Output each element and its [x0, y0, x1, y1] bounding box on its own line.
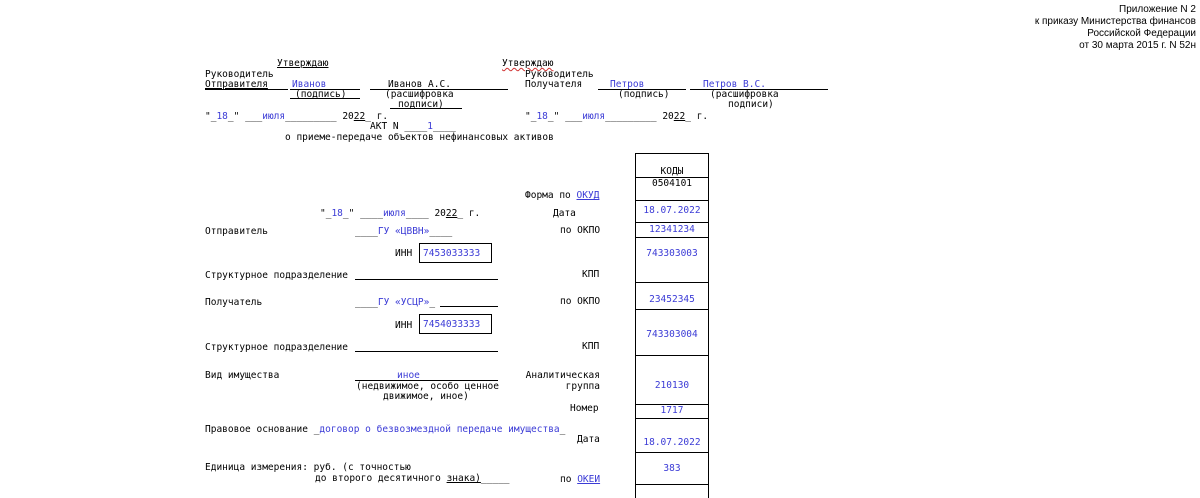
property-caption-1: (недвижимое, особо ценное	[356, 381, 499, 392]
appendix-line-1: Приложение N 2	[1119, 4, 1196, 15]
doc-date: "_18_" ____июля____ 2022_ г.	[320, 208, 481, 219]
sender-struct-label: Структурное подразделение	[205, 270, 348, 281]
appendix-header: Приложение N 2 к приказу Министерства фи…	[1035, 4, 1196, 52]
legal-basis-value: договор о безвозмездной передаче имущест…	[319, 424, 560, 435]
form-by-label: Форма по ОКУД	[525, 190, 600, 201]
kpp-sender-label: КПП	[582, 269, 600, 280]
appendix-line-3: Российской Федерации	[1087, 28, 1196, 39]
approve-left-date-day: 18	[216, 111, 228, 122]
approve-left-name-caption2: подписи)	[398, 99, 444, 110]
approve-right-role2: Получателя	[525, 79, 583, 90]
code-kpp-sender: 743303003	[646, 248, 698, 259]
approve-left-date: "_18_" ___июля_________ 2022_ г.	[205, 111, 389, 122]
codes-header: КОДЫ	[660, 166, 684, 177]
unit-line-1: Единица измерения: руб. (с точностью	[205, 462, 411, 473]
legal-basis-label: Правовое основание	[205, 424, 308, 435]
approve-right-date-year: 22	[673, 111, 686, 122]
okud-link[interactable]: ОКУД	[576, 190, 600, 201]
property-kind-label: Вид имущества	[205, 370, 280, 381]
unit-line-2: до второго десятичного знака)_____	[315, 473, 510, 484]
receiver-struct-label: Структурное подразделение	[205, 342, 348, 353]
doc-date-year: 22	[445, 208, 458, 219]
property-kind-value: иное	[397, 370, 420, 381]
approve-right-date-month: июля	[582, 111, 606, 122]
okpo-sender-label: по ОКПО	[560, 225, 601, 236]
code-okpo-sender: 12341234	[649, 224, 695, 235]
code-analytic-group: 210130	[654, 380, 690, 391]
approve-left-title: Утверждаю	[277, 58, 329, 69]
code-doc-date: 18.07.2022	[643, 437, 701, 448]
approve-left-sign-caption: (подпись)	[295, 89, 347, 100]
code-number: 1717	[660, 405, 684, 416]
approve-right-name: Петров В.С.	[703, 79, 766, 90]
approve-left-date-year: 22	[353, 111, 366, 122]
receiver-inn-label: ИНН	[395, 320, 413, 331]
act-subtitle: о приеме-передаче объектов нефинансовых …	[285, 132, 554, 143]
approve-right-name-caption2: подписи)	[728, 99, 774, 110]
approve-right-date: "_18_" ___июля_________ 2022_ г.	[525, 111, 709, 122]
okpo-receiver-label: по ОКПО	[560, 296, 601, 307]
approve-left-role1: Руководитель	[205, 69, 274, 80]
approve-left-sign: Иванов	[292, 79, 327, 90]
act-title: АКТ N ____1____	[370, 121, 456, 132]
approve-right-title: Утверждаю	[502, 58, 554, 69]
sender-inn-box	[419, 243, 492, 263]
act-label: АКТ N	[370, 121, 399, 132]
receiver-inn-value: 7454033333	[423, 319, 481, 330]
okei-label: по ОКЕИ	[560, 474, 601, 485]
code-okpo-receiver: 23452345	[649, 294, 695, 305]
act-number: 1	[427, 121, 433, 132]
approve-right-sign-caption: (подпись)	[618, 89, 670, 100]
number-label: Номер	[570, 403, 599, 414]
receiver-label: Получатель	[205, 297, 263, 308]
code-kpp-receiver: 743303004	[646, 329, 698, 340]
date-label: Дата	[553, 208, 576, 219]
approve-right-sign: Петров	[610, 79, 645, 90]
date2-label: Дата	[577, 434, 600, 445]
code-date: 18.07.2022	[643, 205, 701, 216]
receiver-name: ГУ «УСЦР»	[377, 297, 430, 308]
approve-left-name-caption1: (расшифровка	[385, 89, 454, 100]
okei-link[interactable]: ОКЕИ	[577, 474, 601, 485]
receiver-inn-box	[419, 314, 492, 334]
sender-inn-label: ИНН	[395, 248, 413, 259]
doc-date-day: 18	[331, 208, 343, 219]
sender-name: ГУ «ЦВВН»	[377, 226, 430, 237]
analytic-label: Аналитическая группа	[525, 370, 600, 392]
sender-label: Отправитель	[205, 226, 268, 237]
sender-inn-value: 7453033333	[423, 248, 481, 259]
approve-right-name-caption1: (расшифровка	[710, 89, 779, 100]
codes-table: КОДЫ 0504101 18.07.2022 12341234 7433030…	[635, 153, 709, 498]
approve-right-role1: Руководитель	[525, 69, 594, 80]
legal-basis: Правовое основание _договор о безвозмезд…	[205, 424, 566, 435]
code-okei: 383	[663, 463, 681, 474]
receiver-field: ____ГУ «УСЦР»_	[355, 297, 436, 308]
code-form: 0504101	[651, 178, 693, 189]
approve-right-date-day: 18	[536, 111, 548, 122]
kpp-receiver-label: КПП	[582, 341, 600, 352]
approve-left-role2: Отправителя	[205, 79, 268, 90]
appendix-line-4: от 30 марта 2015 г. N 52н	[1079, 40, 1196, 51]
doc-date-month: июля	[382, 208, 406, 219]
property-caption-2: движимое, иное)	[383, 391, 469, 402]
sender-field: ____ГУ «ЦВВН»____	[355, 226, 453, 237]
appendix-line-2: к приказу Министерства финансов	[1034, 16, 1196, 27]
approve-left-date-month: июля	[262, 111, 286, 122]
approve-left-name: Иванов А.С.	[388, 79, 451, 90]
